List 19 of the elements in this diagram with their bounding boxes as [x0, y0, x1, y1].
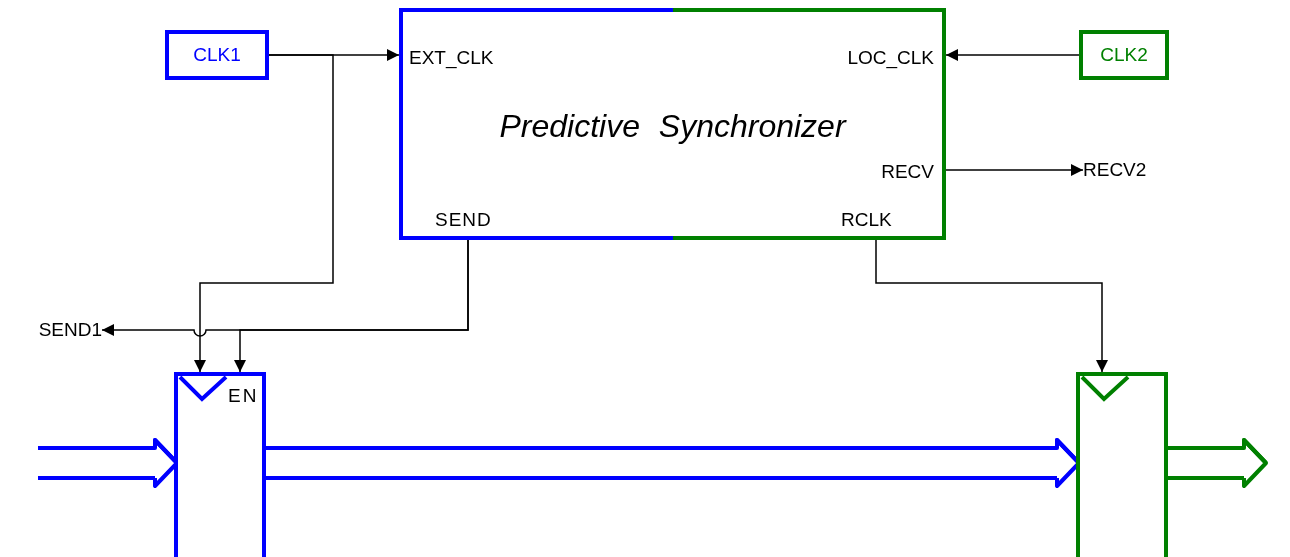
register-block	[1076, 372, 1168, 557]
signal-arrow	[194, 54, 334, 373]
synchronizer-block	[399, 8, 946, 240]
port-label: EXT_CLK	[409, 46, 494, 71]
register-block	[174, 372, 266, 557]
signal-arrow	[875, 239, 1108, 373]
signal-arrow	[234, 239, 469, 373]
clock-source-box: CLK1	[165, 30, 269, 80]
port-label: SEND	[435, 208, 492, 232]
port-label: LOC_CLK	[847, 46, 934, 71]
enable-label: EN	[228, 384, 259, 408]
signal-label: RECV2	[1083, 157, 1163, 183]
clock-source-box: CLK2	[1079, 30, 1169, 80]
port-label: RCLK	[841, 208, 892, 232]
signal-arrow	[945, 164, 1084, 176]
port-label: RECV	[881, 160, 934, 184]
block-title: Predictive Synchronizer	[498, 107, 848, 146]
signal-arrow	[945, 49, 1080, 61]
signal-label: SEND1	[10, 317, 102, 343]
